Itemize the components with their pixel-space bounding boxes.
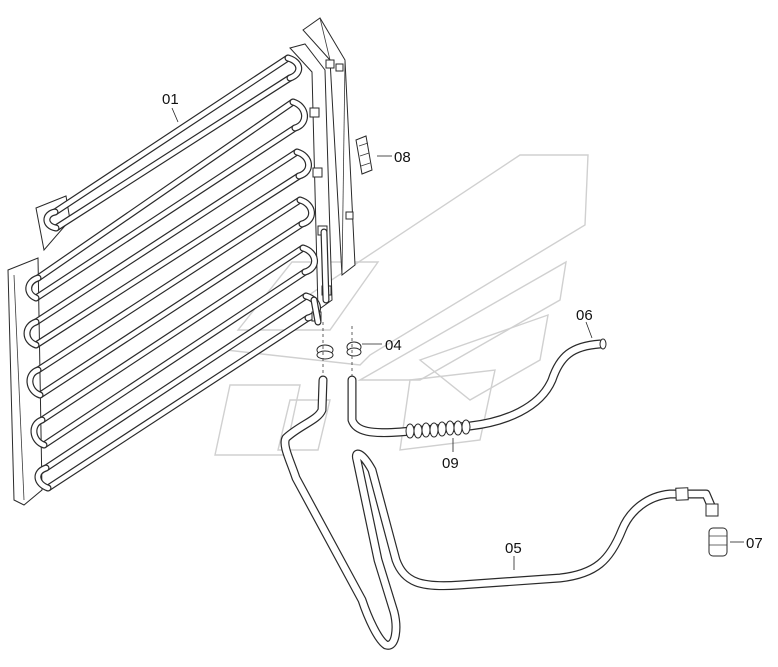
leader-lines	[171, 107, 744, 570]
label-05: 05	[505, 540, 522, 557]
condenser-assembly	[7, 17, 356, 506]
hose-corrugation	[405, 419, 471, 439]
label-08: 08	[394, 149, 411, 166]
end-fitting	[705, 503, 728, 557]
label-06: 06	[576, 307, 593, 324]
callout-labels: 01 04 05 06 07 08 09	[162, 91, 763, 557]
cooling-tubes	[32, 54, 312, 492]
label-04: 04	[385, 337, 402, 354]
watermark-logo	[214, 154, 589, 456]
flexible-hose	[347, 338, 607, 439]
rubber-pad	[355, 135, 373, 175]
return-bends-right	[284, 54, 321, 322]
label-01: 01	[162, 91, 179, 108]
pipe-end-opening	[599, 338, 607, 350]
return-bends-left	[23, 208, 60, 492]
hose-clamps	[316, 341, 362, 360]
long-pipe	[280, 375, 717, 650]
label-09: 09	[442, 455, 459, 472]
label-07: 07	[746, 535, 763, 552]
